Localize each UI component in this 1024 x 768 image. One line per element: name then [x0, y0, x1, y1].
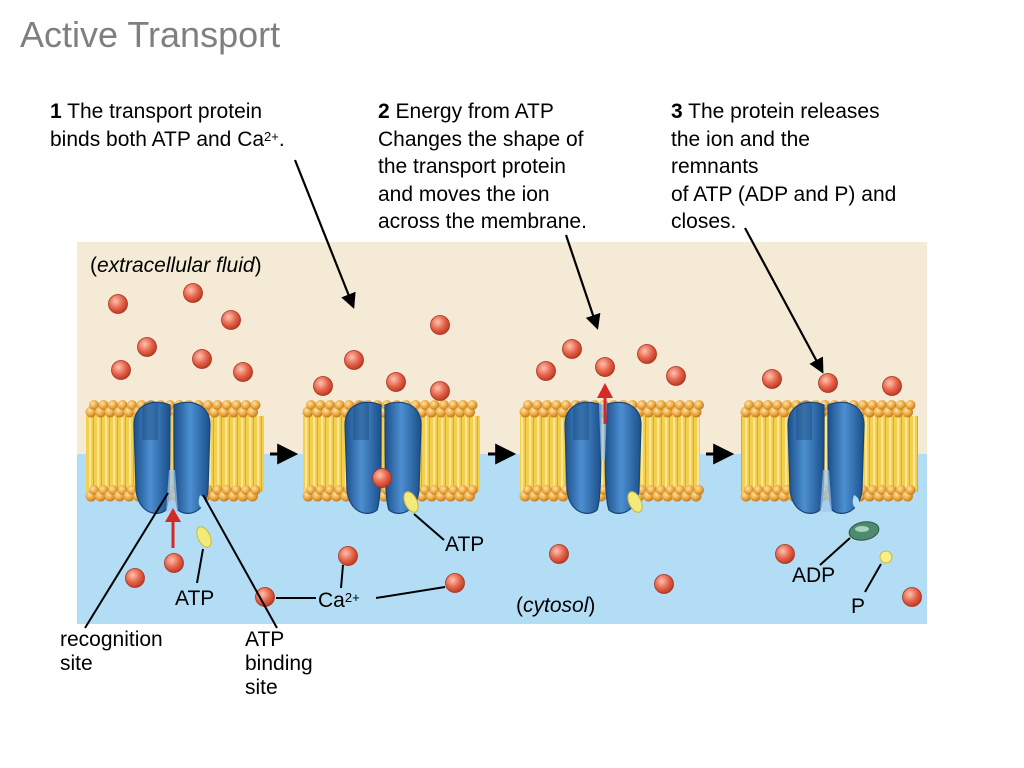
step-3-number: 3 [671, 100, 683, 123]
calcium-ion [111, 360, 131, 380]
calcium-ion [882, 376, 902, 396]
calcium-ion [313, 376, 333, 396]
transport-protein-4 [787, 400, 865, 514]
calcium-ion [666, 366, 686, 386]
step-3-caption: 3 The protein releases the ion and the r… [671, 98, 971, 236]
transport-protein-1 [133, 400, 211, 514]
step-1-caption: 1 The transport protein binds both ATP a… [50, 98, 360, 153]
step-1-superscript: 2+ [264, 128, 279, 144]
pointer-p [864, 563, 882, 593]
calcium-ion [338, 546, 358, 566]
calcium-ion [430, 315, 450, 335]
ca-label: Ca2+ [318, 589, 360, 612]
calcium-ion [372, 468, 392, 488]
step-2-line-4: and moves the ion [378, 182, 550, 206]
calcium-ion [902, 587, 922, 607]
step-3-line-2: the ion and the [671, 127, 810, 151]
atp-molecule-2 [403, 491, 419, 513]
step-2-caption: 2 Energy from ATP Changes the shape of t… [378, 98, 658, 236]
step-1-line-2: binds both ATP and Ca [50, 127, 265, 151]
phosphate-molecule [879, 550, 893, 564]
calcium-ion [536, 361, 556, 381]
pointer-atp-binding-site [202, 494, 278, 629]
calcium-ion [654, 574, 674, 594]
page-title: Active Transport [20, 14, 281, 55]
calcium-ion [137, 337, 157, 357]
atp-molecule-1 [196, 526, 212, 548]
step-3-line-4: of ATP (ADP and P) and [671, 182, 897, 206]
extracellular-label: (extracellular fluid) [90, 254, 262, 277]
transport-protein-3 [564, 400, 642, 514]
pointer-adp [819, 537, 851, 566]
pointer-ca-right [375, 586, 446, 599]
step-3-line-3: remnants [671, 155, 759, 178]
recognition-site-label: recognition site [60, 628, 163, 675]
adp-label: ADP [792, 564, 836, 587]
step-2-line-1: Energy from ATP [395, 100, 554, 123]
calcium-ion [595, 357, 615, 377]
calcium-ion [562, 339, 582, 359]
calcium-ion [192, 349, 212, 369]
calcium-ion [164, 553, 184, 573]
cytosol-label: (cytosol) [516, 594, 595, 617]
pointer-ca-up [340, 564, 344, 589]
calcium-ion [818, 373, 838, 393]
calcium-ion [255, 587, 275, 607]
step-3-line-5: closes. [671, 210, 737, 233]
step-2-line-2: Changes the shape of [378, 127, 584, 151]
calcium-ion [125, 568, 145, 588]
pointer-step-2 [564, 234, 601, 330]
step-1-tail: . [278, 127, 285, 151]
step-2-line-3: the transport protein [378, 155, 566, 178]
pointer-step-3 [744, 227, 824, 374]
atp-binding-site-label: ATP binding site [245, 628, 313, 699]
calcium-ion [344, 350, 364, 370]
calcium-ion [549, 544, 569, 564]
step-1-line-1: The transport protein [67, 100, 263, 123]
pointer-atp-mid [413, 513, 445, 541]
pointer-step-1 [293, 159, 356, 309]
transport-protein-2 [344, 400, 422, 514]
calcium-ion [386, 372, 406, 392]
adp-highlight [855, 526, 869, 532]
pointer-atp-left [196, 548, 204, 584]
calcium-ion [108, 294, 128, 314]
step-2-line-5: across the membrane. [378, 210, 587, 233]
atp-label-mid: ATP [445, 533, 485, 556]
calcium-ion [445, 573, 465, 593]
step-3-line-1: The protein releases [688, 100, 880, 123]
step-2-number: 2 [378, 100, 390, 123]
atp-molecule-3 [627, 491, 643, 513]
red-arrow-2 [597, 383, 613, 424]
calcium-ion [430, 381, 450, 401]
step-1-number: 1 [50, 100, 62, 123]
calcium-ion [775, 544, 795, 564]
calcium-ion [762, 369, 782, 389]
red-arrow-1 [165, 508, 181, 548]
calcium-ion [183, 283, 203, 303]
pointer-recognition-site [84, 492, 169, 629]
atp-label-left: ATP [175, 587, 215, 610]
calcium-ion [233, 362, 253, 382]
p-label: P [851, 595, 866, 618]
calcium-ion [637, 344, 657, 364]
calcium-ion [221, 310, 241, 330]
